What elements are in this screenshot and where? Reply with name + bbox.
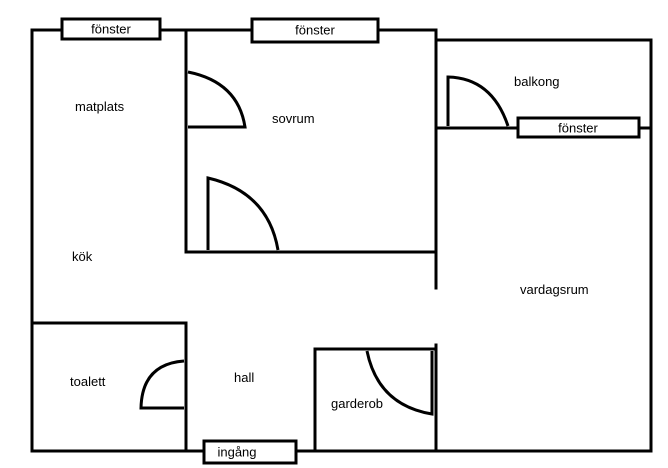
door-bedroom-kitchen-swing: [187, 70, 247, 129]
room-label-kok: kök: [72, 249, 93, 264]
window-top-left-label: fönster: [91, 22, 131, 37]
door-wardrobe-swing: [365, 350, 434, 416]
window-top-left: fönster: [60, 17, 162, 41]
window-top-middle-label: fönster: [295, 23, 335, 38]
door-toilet-swing: [139, 359, 185, 410]
room-label-balkong: balkong: [514, 74, 560, 89]
entrance: ingång: [202, 439, 298, 465]
window-balcony-frame: [516, 116, 641, 139]
window-balcony-label: fönster: [558, 121, 598, 136]
room-labels: matplats sovrum balkong kök vardagsrum t…: [70, 74, 589, 411]
window-top-middle: fönster: [250, 17, 380, 44]
room-label-toalett: toalett: [70, 374, 106, 389]
doors: [139, 70, 510, 416]
door-bedroom-lower-swing: [206, 176, 280, 251]
entrance-frame: [202, 439, 298, 465]
room-label-garderob: garderob: [331, 396, 383, 411]
room-label-hall: hall: [234, 370, 254, 385]
room-label-vardagsrum: vardagsrum: [520, 282, 589, 297]
room-label-sovrum: sovrum: [272, 111, 315, 126]
walls: [30, 28, 653, 453]
window-top-left-frame: [60, 17, 162, 41]
window-top-middle-frame: [250, 17, 380, 44]
entrance-label: ingång: [217, 445, 256, 460]
window-balcony: fönster: [516, 116, 641, 139]
room-label-matplats: matplats: [75, 99, 125, 114]
door-balcony-swing: [446, 75, 510, 127]
